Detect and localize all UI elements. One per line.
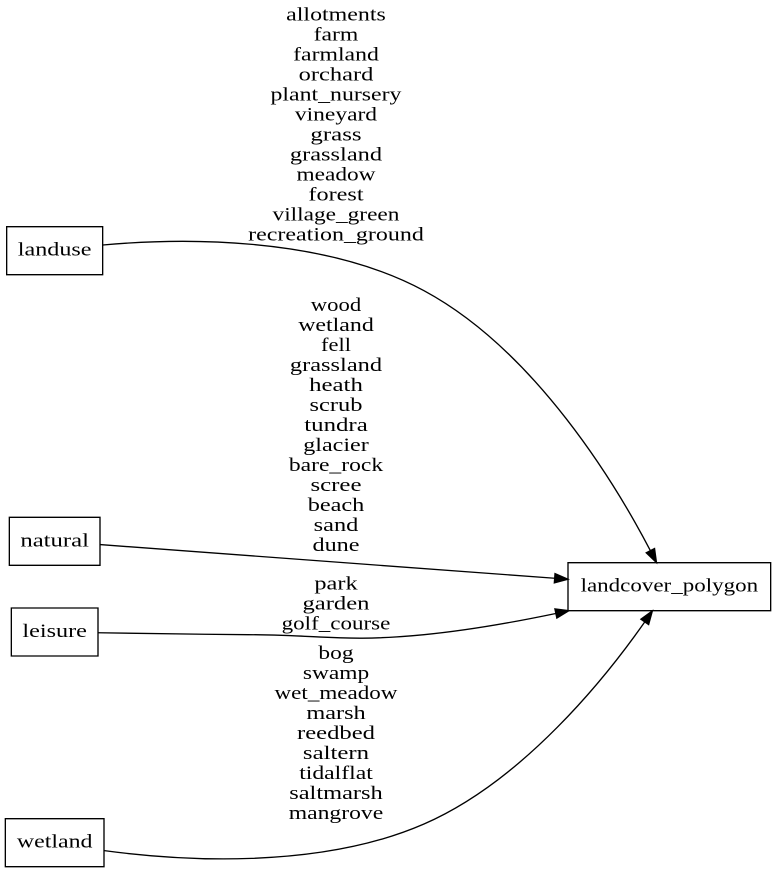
svg-text:golf_course: golf_course: [282, 614, 391, 635]
svg-text:dune: dune: [312, 535, 359, 556]
svg-text:landuse: landuse: [18, 240, 92, 261]
svg-text:landcover_polygon: landcover_polygon: [581, 576, 759, 597]
svg-text:orchard: orchard: [299, 64, 375, 85]
svg-text:saltmarsh: saltmarsh: [289, 783, 383, 804]
svg-text:natural: natural: [20, 530, 89, 551]
svg-text:marsh: marsh: [306, 703, 366, 724]
svg-text:tundra: tundra: [304, 415, 368, 436]
svg-text:wet_meadow: wet_meadow: [275, 683, 399, 704]
svg-text:grassland: grassland: [290, 355, 383, 376]
svg-text:grassland: grassland: [290, 144, 383, 165]
svg-text:recreation_ground: recreation_ground: [248, 224, 425, 245]
svg-text:glacier: glacier: [303, 435, 369, 456]
svg-text:grass: grass: [310, 124, 361, 145]
svg-text:sand: sand: [314, 515, 360, 536]
svg-text:bare_rock: bare_rock: [289, 455, 384, 476]
svg-text:farmland: farmland: [293, 44, 380, 65]
svg-text:wetland: wetland: [298, 315, 374, 336]
svg-text:farm: farm: [314, 24, 359, 45]
svg-text:plant_nursery: plant_nursery: [271, 84, 403, 105]
svg-text:fell: fell: [321, 335, 351, 356]
svg-text:leisure: leisure: [22, 621, 87, 642]
svg-text:forest: forest: [308, 184, 364, 205]
svg-text:park: park: [314, 574, 358, 595]
svg-text:swamp: swamp: [303, 663, 369, 684]
svg-text:saltern: saltern: [303, 743, 370, 764]
svg-text:beach: beach: [308, 495, 365, 516]
svg-text:wetland: wetland: [17, 832, 93, 853]
svg-text:tidalflat: tidalflat: [299, 763, 374, 784]
svg-text:allotments: allotments: [286, 4, 386, 25]
svg-text:mangrove: mangrove: [289, 803, 384, 824]
svg-text:vineyard: vineyard: [295, 104, 378, 125]
svg-text:scrub: scrub: [310, 395, 363, 416]
svg-text:bog: bog: [318, 643, 353, 664]
svg-text:reedbed: reedbed: [297, 723, 376, 744]
svg-text:scree: scree: [310, 475, 361, 496]
svg-text:meadow: meadow: [296, 164, 376, 185]
svg-text:wood: wood: [311, 295, 362, 316]
svg-text:village_green: village_green: [273, 204, 401, 225]
svg-text:garden: garden: [302, 594, 370, 615]
svg-text:heath: heath: [309, 375, 364, 396]
